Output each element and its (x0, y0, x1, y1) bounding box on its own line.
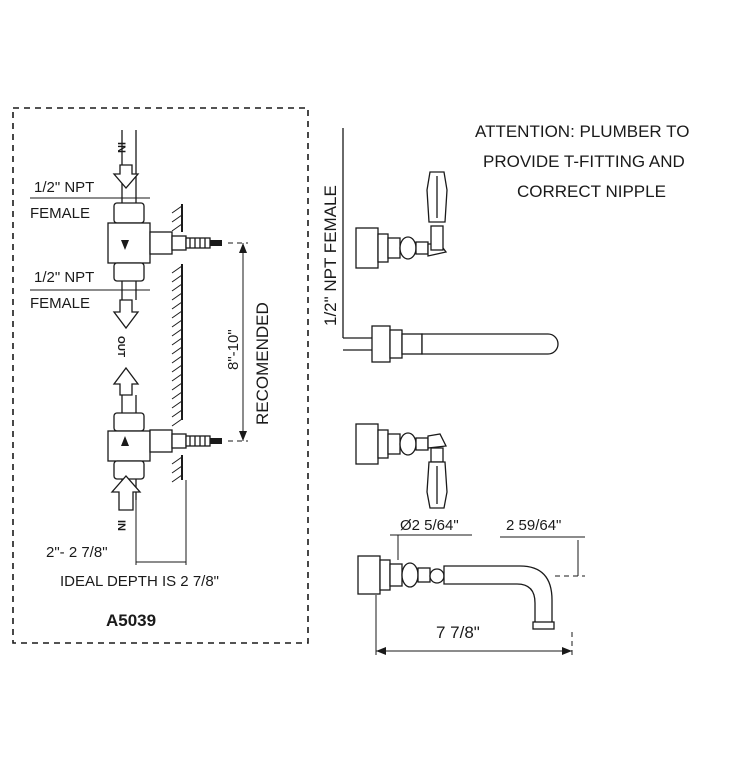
inlet-npt-label: 1/2" NPT (34, 179, 94, 196)
flow-arrow-out-lower (112, 366, 140, 396)
wall-hatch-mark (171, 418, 183, 427)
attention-line-3: CORRECT NIPPLE (517, 182, 666, 201)
wall-hatch-mark (171, 310, 183, 319)
spacing-dimension (228, 242, 248, 442)
wall-hatch-mark (171, 400, 183, 409)
lower-lever-handle (355, 423, 448, 509)
spout-front-view (371, 325, 559, 363)
wall-hatch-mark (171, 292, 183, 301)
spacing-note-label: RECOMENDED (253, 302, 272, 425)
depth-range-label: 2"- 2 7/8" (46, 544, 108, 561)
wall-hatch-mark (171, 274, 183, 283)
flow-arrow-in-bottom (110, 475, 142, 511)
upper-valve-assembly (107, 130, 222, 300)
model-number: A5039 (106, 611, 156, 630)
ideal-depth-label: IDEAL DEPTH IS 2 7/8" (60, 573, 219, 590)
wall-hatch-mark (171, 355, 183, 364)
wall-hatch-mark (171, 346, 183, 355)
spout-side-profile (357, 555, 555, 630)
wall-hatch-mark (171, 328, 183, 337)
attention-line-1: ATTENTION: PLUMBER TO (475, 122, 689, 141)
wall-hatch-mark (171, 373, 183, 382)
rough-in-boundary-box (12, 107, 309, 644)
outlet-female-label: FEMALE (30, 295, 90, 312)
spout-length-label: 7 7/8" (436, 623, 480, 642)
wall-hatch-mark (171, 214, 183, 223)
inlet-female-label: FEMALE (30, 205, 90, 222)
spacing-value-label: 8"-10" (225, 329, 242, 370)
wall-hatch-mark (171, 205, 183, 214)
wall-hatch-mark (171, 391, 183, 400)
wall-hatch-mark (171, 337, 183, 346)
flow-label-in-top: IN (115, 142, 127, 153)
wall-hatch-mark (171, 283, 183, 292)
wall-hatch-mark (171, 265, 183, 274)
wall-hatch-mark (171, 409, 183, 418)
spout-dimensions (375, 534, 585, 655)
side-npt-female-label: 1/2" NPT FEMALE (321, 185, 340, 326)
wall-hatch-mark (171, 223, 183, 232)
attention-line-2: PROVIDE T-FITTING AND (483, 152, 685, 171)
wall-section (171, 204, 183, 483)
wall-hatch-mark (171, 319, 183, 328)
spout-height-label: 2 59/64" (506, 517, 561, 534)
wall-hatch-mark (171, 382, 183, 391)
wall-hatch-mark (171, 301, 183, 310)
flow-arrow-in-top (112, 164, 140, 189)
upper-lever-handle (355, 171, 448, 269)
spout-diameter-label: Ø2 5/64" (400, 517, 459, 534)
wall-hatch-mark (171, 474, 183, 483)
wall-hatch-mark (171, 456, 183, 465)
wall-hatch-mark (171, 465, 183, 474)
depth-dimension (135, 480, 187, 565)
outlet-npt-label: 1/2" NPT (34, 269, 94, 286)
flow-label-out: OUT (115, 336, 126, 357)
wall-hatch-mark (171, 364, 183, 373)
flow-arrow-out-upper (112, 299, 140, 330)
flow-label-in-bottom: IN (115, 520, 127, 531)
